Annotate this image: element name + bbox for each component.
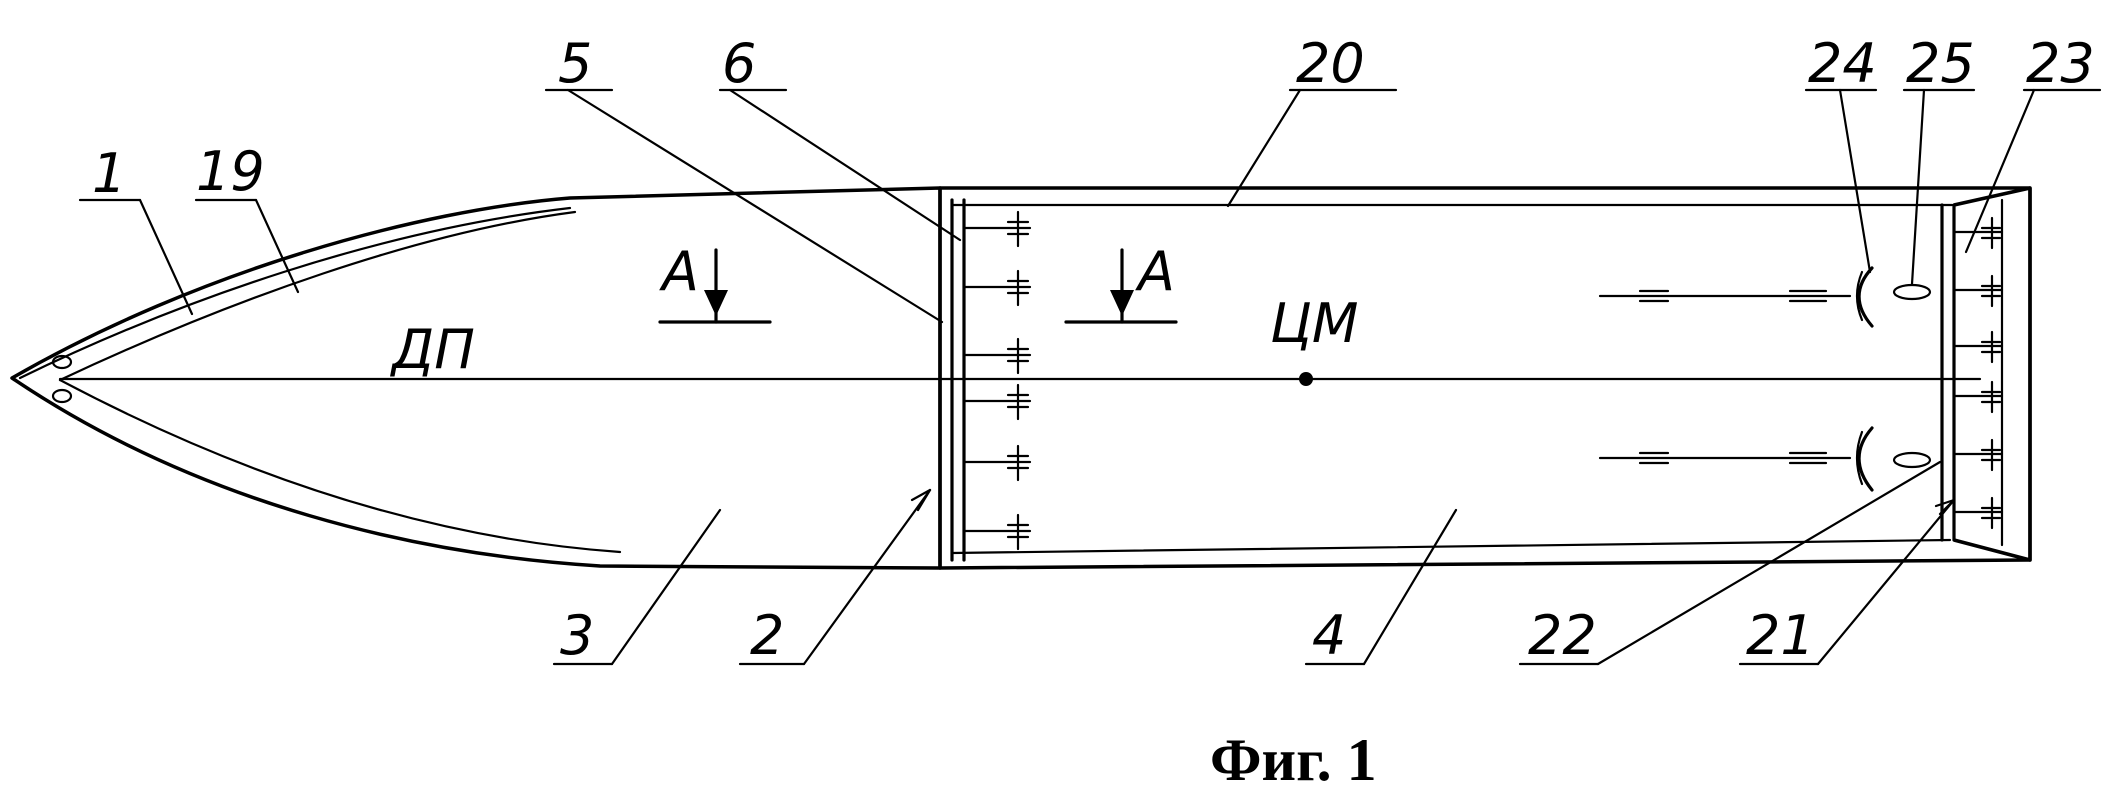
callout-19: 19 [196,140,298,292]
section-label-right: А [1135,240,1175,303]
section-mark-left: А [659,240,770,322]
propulsion-upper [1600,268,1930,326]
callout-label: 5 [558,32,592,95]
callout-3: 3 [554,510,720,667]
callout-label: 22 [1528,604,1597,667]
bow-eye-lower [53,390,71,402]
callout-label: 1 [92,142,126,205]
frame-mark [964,446,1030,480]
callout-20: 20 [1228,32,1396,206]
callout-21: 21 [1740,500,1954,667]
frame-mark [1954,498,2002,528]
forward-frames [964,212,1030,549]
callout-label: 6 [722,32,756,95]
center-of-mass-dot [1299,372,1313,386]
callout-label: 23 [2026,32,2095,95]
frame-mark [964,515,1030,549]
propulsion-lower [1600,428,1930,490]
callout-25: 25 [1904,32,1975,284]
rudder-upper [1894,285,1930,299]
frame-mark [1954,276,2002,306]
frame-mark [964,212,1030,246]
callout-label: 19 [196,140,265,203]
frame-mark [1954,332,2002,362]
callout-24: 24 [1806,32,1877,272]
frame-mark [964,271,1030,305]
center-of-mass-label: ЦМ [1270,292,1359,355]
callout-label: 25 [1906,32,1975,95]
callout-label: 24 [1808,32,1877,95]
callout-4: 4 [1306,510,1456,667]
callout-label: 3 [560,604,594,667]
callout-2: 2 [740,490,930,667]
aft-frames [1954,218,2002,528]
callout-label: 20 [1296,32,1365,95]
figure-caption: Фиг. 1 [1210,727,1377,793]
section-label-left: А [659,240,699,303]
callout-1: 1 [80,142,192,314]
centerline-label: ДП [390,318,475,381]
callout-label: 4 [1312,604,1346,667]
frame-mark [964,385,1030,419]
frame-mark [1954,382,2002,412]
rudder-lower [1894,453,1930,467]
callout-6: 6 [720,32,960,240]
callout-label: 2 [750,604,784,667]
callout-23: 23 [1966,32,2100,252]
frame-mark [1954,440,2002,470]
section-mark-right: А [1066,240,1176,322]
frame-mark [964,339,1030,373]
callout-label: 21 [1746,604,1815,667]
